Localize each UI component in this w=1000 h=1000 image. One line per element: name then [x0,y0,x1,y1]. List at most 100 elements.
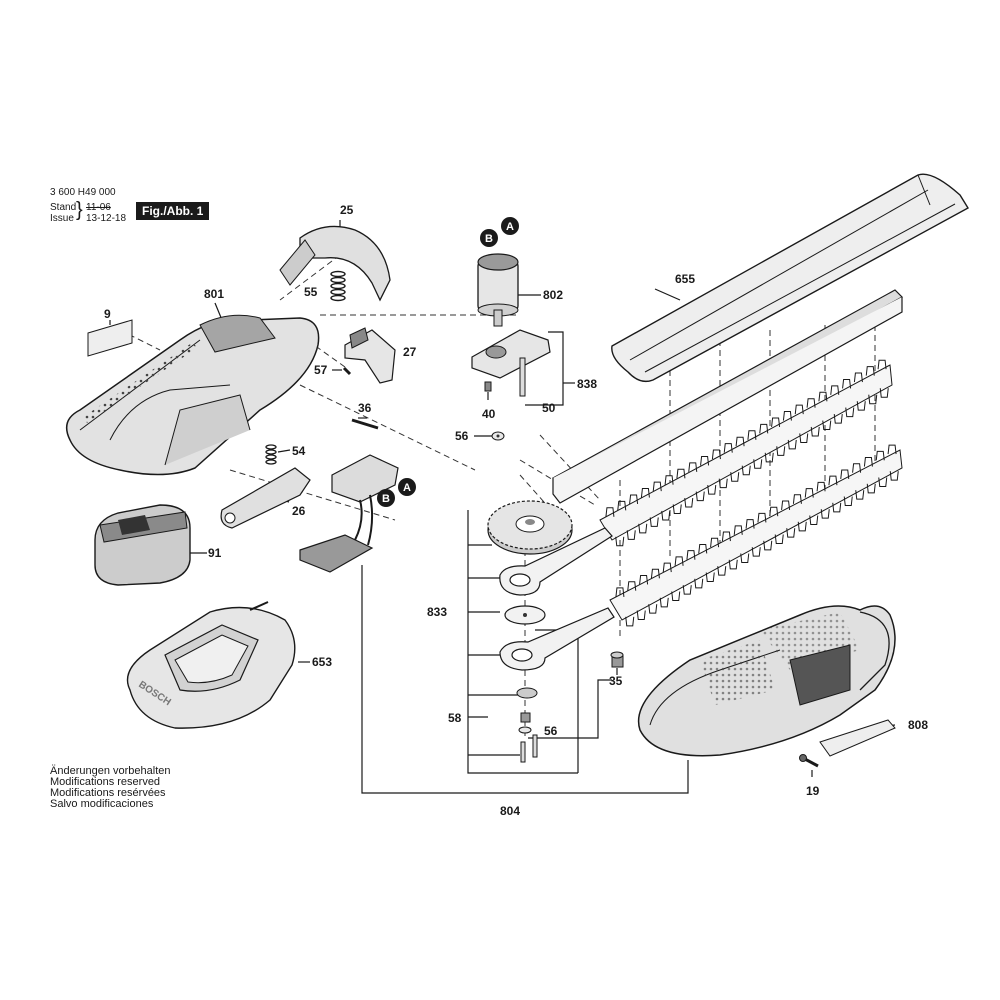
blade-tooth [626,530,636,540]
blade-tooth [830,385,840,395]
spring-part-54 [265,444,277,465]
rod-part-36 [351,418,379,430]
blade-tooth [721,531,731,542]
blade-tooth [759,423,769,434]
blade-tooth [782,411,792,421]
blade-tooth [753,459,763,469]
blade-tooth [747,430,757,440]
blade-tooth [718,478,728,489]
connector-label-a-motor: A [506,221,514,233]
blade-tooth [853,372,863,383]
upper-blade-teeth [605,359,889,547]
blade-tooth [672,504,682,514]
label-801: 801 [204,287,224,301]
gear-plate-part [471,329,551,397]
blade-tooth [676,468,686,479]
blade-tooth [764,452,774,463]
blade-tooth [889,471,899,481]
blade-tooth [878,477,888,487]
blade-tooth [705,572,715,582]
blade-tooth [649,517,659,527]
modification-notes: Änderungen vorbehalten Modifications res… [50,766,170,810]
blade-tooth [723,443,733,453]
blade-tooth [674,556,684,566]
note-spanish: Salvo modificaciones [50,798,154,810]
blade-guard-part [611,173,969,383]
blade-tooth [852,463,862,473]
issue-label: Issue [50,213,74,224]
blade-tooth [636,610,646,620]
cover-plate-808 [819,719,896,757]
eccentric-link-upper [499,527,613,596]
label-50: 50 [542,401,556,415]
blade-tooth [797,521,807,532]
label-91: 91 [208,546,222,560]
blade-tooth [664,475,674,485]
blade-tooth [682,585,692,595]
bushing-part-35 [610,651,624,668]
blade-tooth [639,574,649,585]
blade-tooth [728,559,738,570]
blade-tooth [700,455,710,466]
main-housing-part [65,314,320,476]
issue-value: 13-12-18 [86,213,127,224]
blade-tooth [605,507,615,517]
blade-tooth [855,490,865,500]
stand-value: 11-06 [86,202,111,213]
blade-tooth [887,444,897,455]
note-english: Modifications reserved [50,776,161,788]
blade-tooth [833,414,843,424]
blade-tooth [629,494,639,505]
blade-tooth [615,587,625,597]
blade-tooth [751,547,761,557]
label-802: 802 [543,288,563,302]
switch-lever-part [344,327,396,384]
battery-pack-part [94,504,191,586]
blade-tooth [877,359,887,370]
blade-tooth [652,481,662,492]
blade-tooth [662,562,672,573]
connector-label-a-switch: A [403,482,411,494]
label-25: 25 [340,203,354,217]
blade-tooth [804,488,814,498]
blade-tooth [650,568,660,579]
stand-label: Stand [50,202,77,213]
blade-tooth [688,462,698,472]
blade-tooth [816,481,826,492]
blade-tooth [868,394,878,405]
label-19: 19 [806,784,820,798]
blade-tooth [710,537,720,548]
label-58: 58 [448,711,462,725]
blade-tooth [842,378,852,389]
label-36: 36 [358,401,372,415]
label-833: 833 [427,605,447,619]
label-27: 27 [403,345,417,359]
blade-tooth [707,485,717,495]
blade-tooth [792,494,802,504]
document-number: 3 600 H49 000 [50,187,116,198]
label-35: 35 [609,674,623,688]
blade-tooth [745,519,755,529]
blade-tooth [671,591,681,601]
blade-tooth [774,534,784,544]
blade-tooth [806,398,816,408]
blade-tooth [763,540,773,551]
blade-tooth [809,515,819,525]
blade-tooth [787,439,797,450]
blade-rail-part [552,289,903,504]
blade-tooth [786,528,796,538]
label-653: 653 [312,655,332,669]
label-804: 804 [500,804,520,818]
connector-label-b-motor: B [485,233,493,245]
label-838: 838 [577,377,597,391]
blade-tooth [730,472,740,482]
blade-tooth [717,566,727,576]
blade-tooth [695,491,705,502]
label-808: 808 [908,718,928,732]
blade-tooth [863,457,873,467]
label-part-9 [87,319,133,357]
blade-tooth [828,475,838,486]
screw-40 [484,381,492,392]
blade-tooth [845,407,855,418]
